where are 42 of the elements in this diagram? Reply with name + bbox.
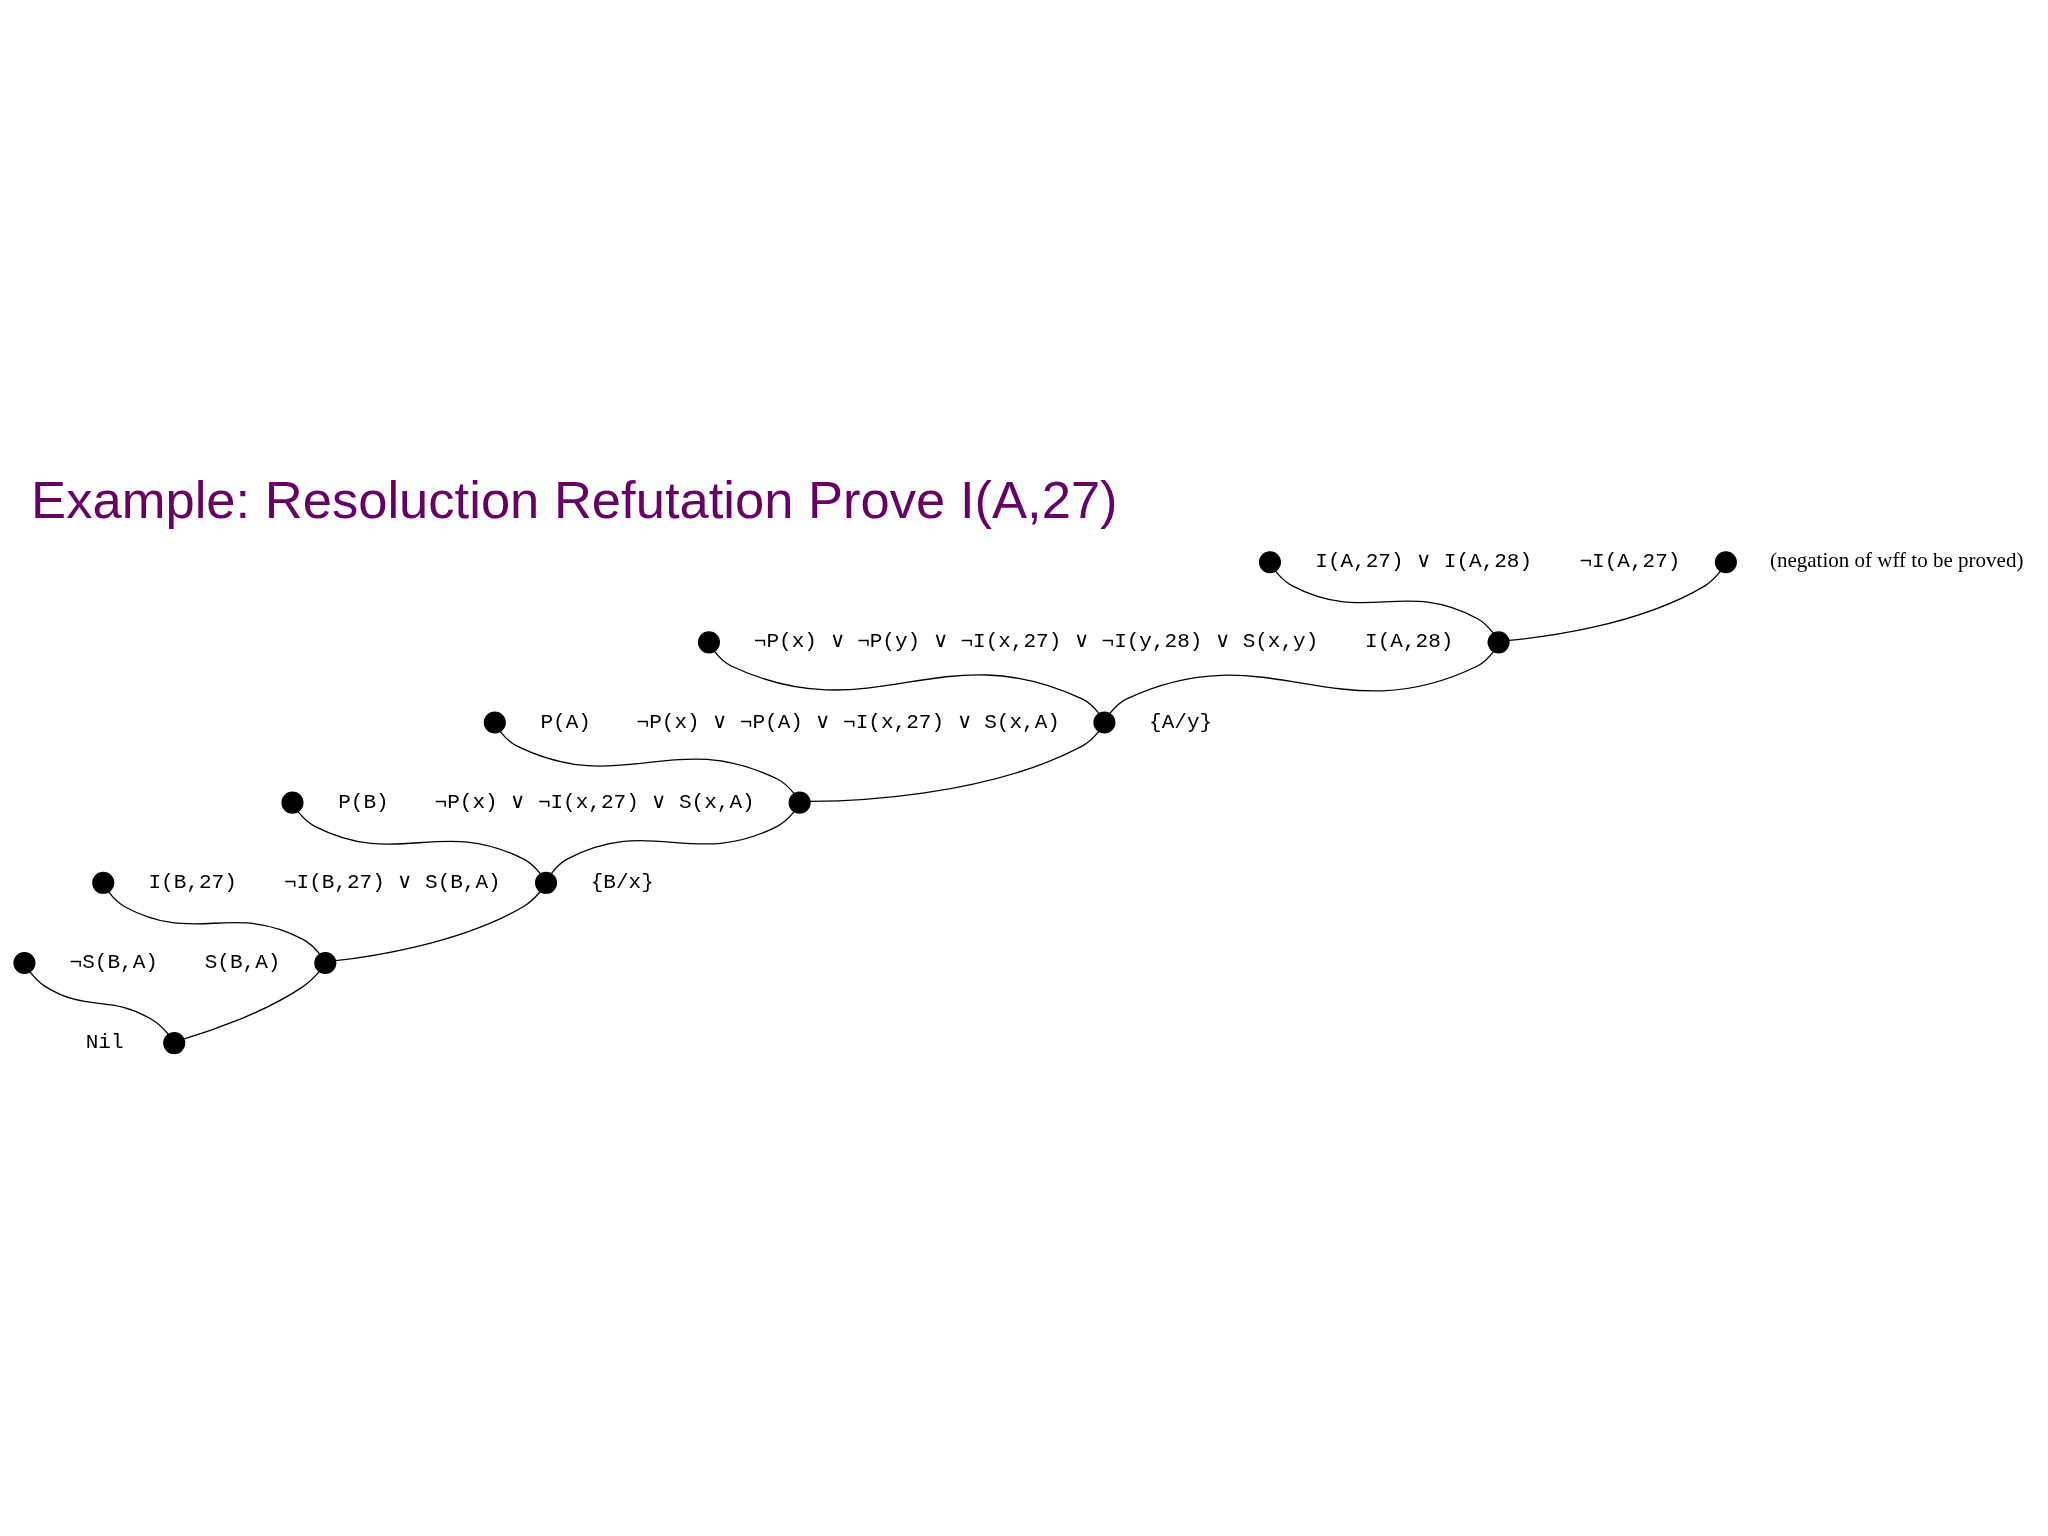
connector bbox=[1275, 570, 1494, 634]
node-circle bbox=[1258, 550, 1282, 573]
connector bbox=[550, 810, 795, 874]
node-label: S(B,A) bbox=[204, 950, 281, 974]
node-label: (negation of wff to be proved) bbox=[1769, 547, 2024, 572]
node-label: ¬P(x) ∨ ¬I(x,27) ∨ S(x,A) bbox=[434, 790, 755, 814]
node-circle bbox=[697, 630, 720, 653]
node-label: P(A) bbox=[540, 710, 591, 734]
node-circle bbox=[314, 951, 337, 974]
connector bbox=[107, 890, 321, 954]
node-circle bbox=[788, 791, 811, 814]
connector bbox=[713, 650, 1100, 714]
node-circle bbox=[92, 871, 115, 894]
node-label: {B/x} bbox=[590, 870, 654, 894]
connector bbox=[1109, 650, 1494, 714]
node-label: I(A,28) bbox=[1365, 629, 1454, 653]
node-label: ¬I(A,27) bbox=[1579, 549, 1681, 573]
node-circle bbox=[483, 710, 506, 734]
node-circle bbox=[281, 791, 304, 814]
node-label: Nil bbox=[85, 1030, 124, 1054]
node-label: ¬S(B,A) bbox=[69, 950, 158, 974]
node-label: I(A,27) ∨ I(A,28) bbox=[1315, 549, 1533, 573]
node-circle bbox=[1487, 630, 1510, 653]
diagram-title: Example: Resoluction Refutation Prove I(A,27) bbox=[31, 469, 1118, 529]
node-label: P(B) bbox=[338, 790, 389, 814]
node-label: ¬I(B,27) ∨ S(B,A) bbox=[283, 870, 501, 894]
node-circle bbox=[13, 951, 36, 974]
node-circle bbox=[1714, 550, 1737, 573]
node-label: I(B,27) bbox=[148, 870, 237, 894]
connector bbox=[297, 810, 541, 874]
connector bbox=[29, 970, 169, 1035]
connector bbox=[334, 890, 541, 961]
node-circle bbox=[163, 1031, 186, 1054]
node-label: ¬P(x) ∨ ¬P(y) ∨ ¬I(x,27) ∨ ¬I(y,28) ∨ S(x,y) bbox=[753, 629, 1319, 653]
connector bbox=[183, 970, 320, 1040]
node-label: ¬P(x) ∨ ¬P(A) ∨ ¬I(x,27) ∨ S(x,A) bbox=[636, 710, 1060, 734]
node-circle bbox=[534, 871, 558, 894]
connector bbox=[499, 730, 795, 794]
connector bbox=[809, 730, 1100, 802]
node-circle bbox=[1093, 710, 1116, 734]
node-label: {A/y} bbox=[1149, 710, 1213, 734]
connector bbox=[1508, 570, 1722, 641]
